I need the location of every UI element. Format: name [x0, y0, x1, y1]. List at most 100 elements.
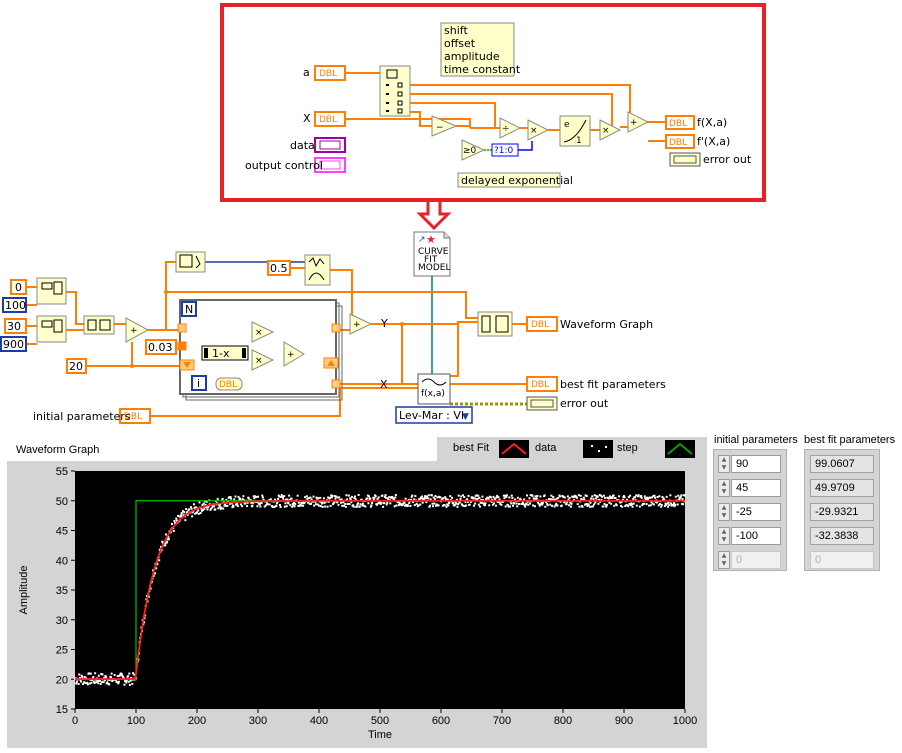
subvi-error-terminal[interactable] — [669, 152, 701, 167]
data-point — [424, 497, 427, 500]
subvi-name-box — [457, 172, 561, 188]
data-point — [682, 494, 685, 497]
data-point — [441, 504, 444, 507]
data-point — [568, 496, 571, 499]
data-point — [442, 497, 445, 500]
data-point — [531, 494, 534, 497]
subvi-name: delayed exponential — [461, 174, 573, 187]
initial-param-4[interactable]: 0 — [731, 551, 781, 569]
best-fit-terminal[interactable]: DBL — [526, 376, 558, 392]
svg-text:+: + — [287, 350, 295, 360]
data-point — [609, 496, 612, 499]
data-point — [477, 503, 480, 506]
initial-params-terminal[interactable]: DBL — [119, 408, 151, 424]
data-point — [495, 496, 498, 499]
initial-param-2[interactable]: -25 — [731, 503, 781, 521]
output-control-terminal[interactable] — [314, 157, 346, 173]
data-point — [460, 495, 463, 498]
data-point — [389, 502, 392, 505]
data-point — [680, 494, 683, 497]
data-terminal[interactable] — [314, 137, 346, 153]
data-point — [541, 501, 544, 504]
data-point — [261, 494, 264, 497]
const-0[interactable]: 0 — [10, 279, 27, 295]
const-900[interactable]: 900 — [0, 336, 27, 352]
initial-param-0[interactable]: 90 — [731, 455, 781, 473]
data-point — [427, 497, 430, 500]
waveform-graph-terminal[interactable]: DBL — [526, 316, 558, 332]
data-point — [463, 496, 466, 499]
data-point — [99, 683, 102, 686]
data-point — [189, 506, 192, 509]
const-30[interactable]: 30 — [4, 318, 27, 334]
data-point — [538, 504, 541, 507]
data-point — [331, 494, 334, 497]
data-point — [309, 496, 312, 499]
data-point — [425, 495, 428, 498]
data-point — [595, 495, 598, 498]
svg-text:DBL: DBL — [319, 115, 337, 125]
initial-index-spinner-2[interactable]: ▲▼ — [718, 503, 730, 521]
data-point — [108, 683, 111, 686]
data-point — [128, 683, 131, 686]
initial-index-spinner-3[interactable]: ▲▼ — [718, 527, 730, 545]
data-point — [641, 504, 644, 507]
data-point — [393, 498, 396, 501]
data-point — [533, 505, 536, 508]
legend-data-swatch[interactable] — [583, 440, 613, 458]
data-point — [597, 498, 600, 501]
main-error-terminal[interactable] — [526, 396, 558, 411]
data-point — [565, 503, 568, 506]
data-point — [381, 494, 384, 497]
data-point — [600, 498, 603, 501]
data-point — [241, 505, 244, 508]
f-terminal[interactable]: DBL — [665, 115, 695, 130]
data-point — [443, 504, 446, 507]
data-point — [239, 498, 242, 501]
data-point — [516, 505, 519, 508]
data-point — [445, 505, 448, 508]
const-0-5[interactable]: 0.5 — [267, 260, 291, 276]
initial-index-spinner-1[interactable]: ▲▼ — [718, 479, 730, 497]
x-axis-label: Time — [368, 729, 392, 741]
legend-best-fit-swatch[interactable] — [499, 440, 529, 458]
data-point — [108, 679, 111, 682]
const-0-03[interactable]: 0.03 — [145, 339, 177, 355]
svg-text:900: 900 — [3, 338, 24, 351]
data-point — [590, 505, 593, 508]
x-terminal[interactable]: DBL — [314, 111, 346, 127]
initial-index-spinner-4[interactable]: ▲▼ — [718, 551, 730, 569]
data-point — [246, 501, 249, 504]
data-point — [230, 497, 233, 500]
data-point — [428, 505, 431, 508]
data-point — [644, 498, 647, 501]
data-point — [321, 505, 324, 508]
data-point — [261, 496, 264, 499]
data-point — [603, 502, 606, 505]
data-point — [81, 683, 84, 686]
fprime-terminal[interactable]: DBL — [665, 134, 695, 149]
initial-index-spinner-0[interactable]: ▲▼ — [718, 455, 730, 473]
legend-step-swatch[interactable] — [665, 440, 695, 458]
data-point — [572, 496, 575, 499]
a-terminal[interactable]: DBL — [314, 65, 346, 81]
data-point — [624, 505, 627, 508]
data-point — [183, 511, 186, 514]
chevron-down-icon[interactable]: ▼ — [462, 412, 469, 422]
const-20[interactable]: 20 — [66, 358, 87, 374]
lm-selector[interactable]: Lev-Mar : VI — [395, 406, 473, 424]
data-point — [419, 503, 422, 506]
data-point — [469, 500, 472, 503]
data-point — [196, 511, 198, 514]
const-100[interactable]: 100 — [2, 297, 27, 313]
data-point — [177, 515, 180, 518]
data-point — [563, 501, 566, 504]
data-point — [643, 502, 646, 505]
best-fit-terminal-label: best fit parameters — [560, 378, 666, 391]
data-point — [191, 515, 194, 518]
initial-param-3[interactable]: -100 — [731, 527, 781, 545]
initial-param-1[interactable]: 45 — [731, 479, 781, 497]
data-point — [341, 504, 344, 507]
data-point — [411, 501, 414, 504]
